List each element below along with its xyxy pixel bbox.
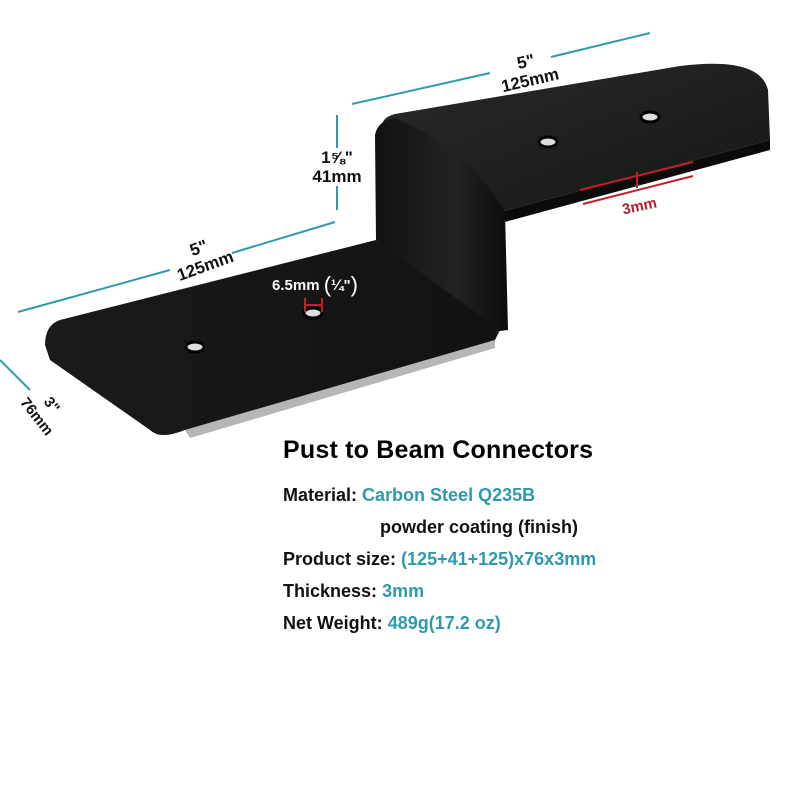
thickness-marker bbox=[579, 161, 694, 205]
width-line bbox=[0, 359, 31, 391]
spec-value: 3mm bbox=[382, 581, 425, 601]
spec-value: 489g(17.2 oz) bbox=[387, 613, 501, 633]
spec-value: powder coating (finish) bbox=[380, 517, 578, 537]
riser-height-metric: 41mm bbox=[312, 167, 362, 186]
hole bbox=[184, 340, 206, 354]
hole-diameter-metric: 6.5mm bbox=[272, 277, 320, 294]
spec-label: Material: bbox=[283, 485, 358, 505]
bottom-length-line-left bbox=[17, 269, 171, 313]
spec-material: Material: Carbon Steel Q235B bbox=[283, 479, 783, 511]
dimension-lines bbox=[0, 32, 651, 391]
spec-value: Carbon Steel Q235B bbox=[362, 485, 536, 505]
hole-diameter-marker bbox=[304, 298, 323, 312]
spec-product-size: Product size: (125+41+125)x76x3mm bbox=[283, 543, 783, 575]
spec-panel: Pust to Beam Connectors Material: Carbon… bbox=[283, 436, 783, 639]
riser-height-label: 1⅝" 41mm bbox=[302, 148, 372, 186]
top-length-line-left bbox=[351, 72, 491, 105]
spec-label: Thickness: bbox=[283, 581, 378, 601]
hole bbox=[302, 306, 324, 320]
spec-finish: powder coating (finish) bbox=[283, 511, 783, 543]
spec-value: (125+41+125)x76x3mm bbox=[401, 549, 597, 569]
product-title: Pust to Beam Connectors bbox=[283, 436, 594, 464]
riser-height-imperial: 1⅝" bbox=[321, 148, 353, 167]
top-plate bbox=[382, 63, 770, 213]
spec-label: Product size: bbox=[283, 549, 397, 569]
hole bbox=[639, 110, 661, 124]
hole-diameter-imperial: ¼" bbox=[331, 277, 351, 294]
hole-diameter-label: 6.5mm (¼") bbox=[272, 272, 358, 297]
bottom-plate bbox=[45, 240, 500, 435]
riser-plate bbox=[375, 118, 508, 332]
hole bbox=[537, 135, 559, 149]
spec-label: Net Weight: bbox=[283, 613, 383, 633]
top-length-line-right bbox=[550, 32, 651, 58]
spec-net-weight: Net Weight: 489g(17.2 oz) bbox=[283, 607, 783, 639]
bottom-length-line-right bbox=[231, 221, 336, 254]
spec-thickness: Thickness: 3mm bbox=[283, 575, 783, 607]
